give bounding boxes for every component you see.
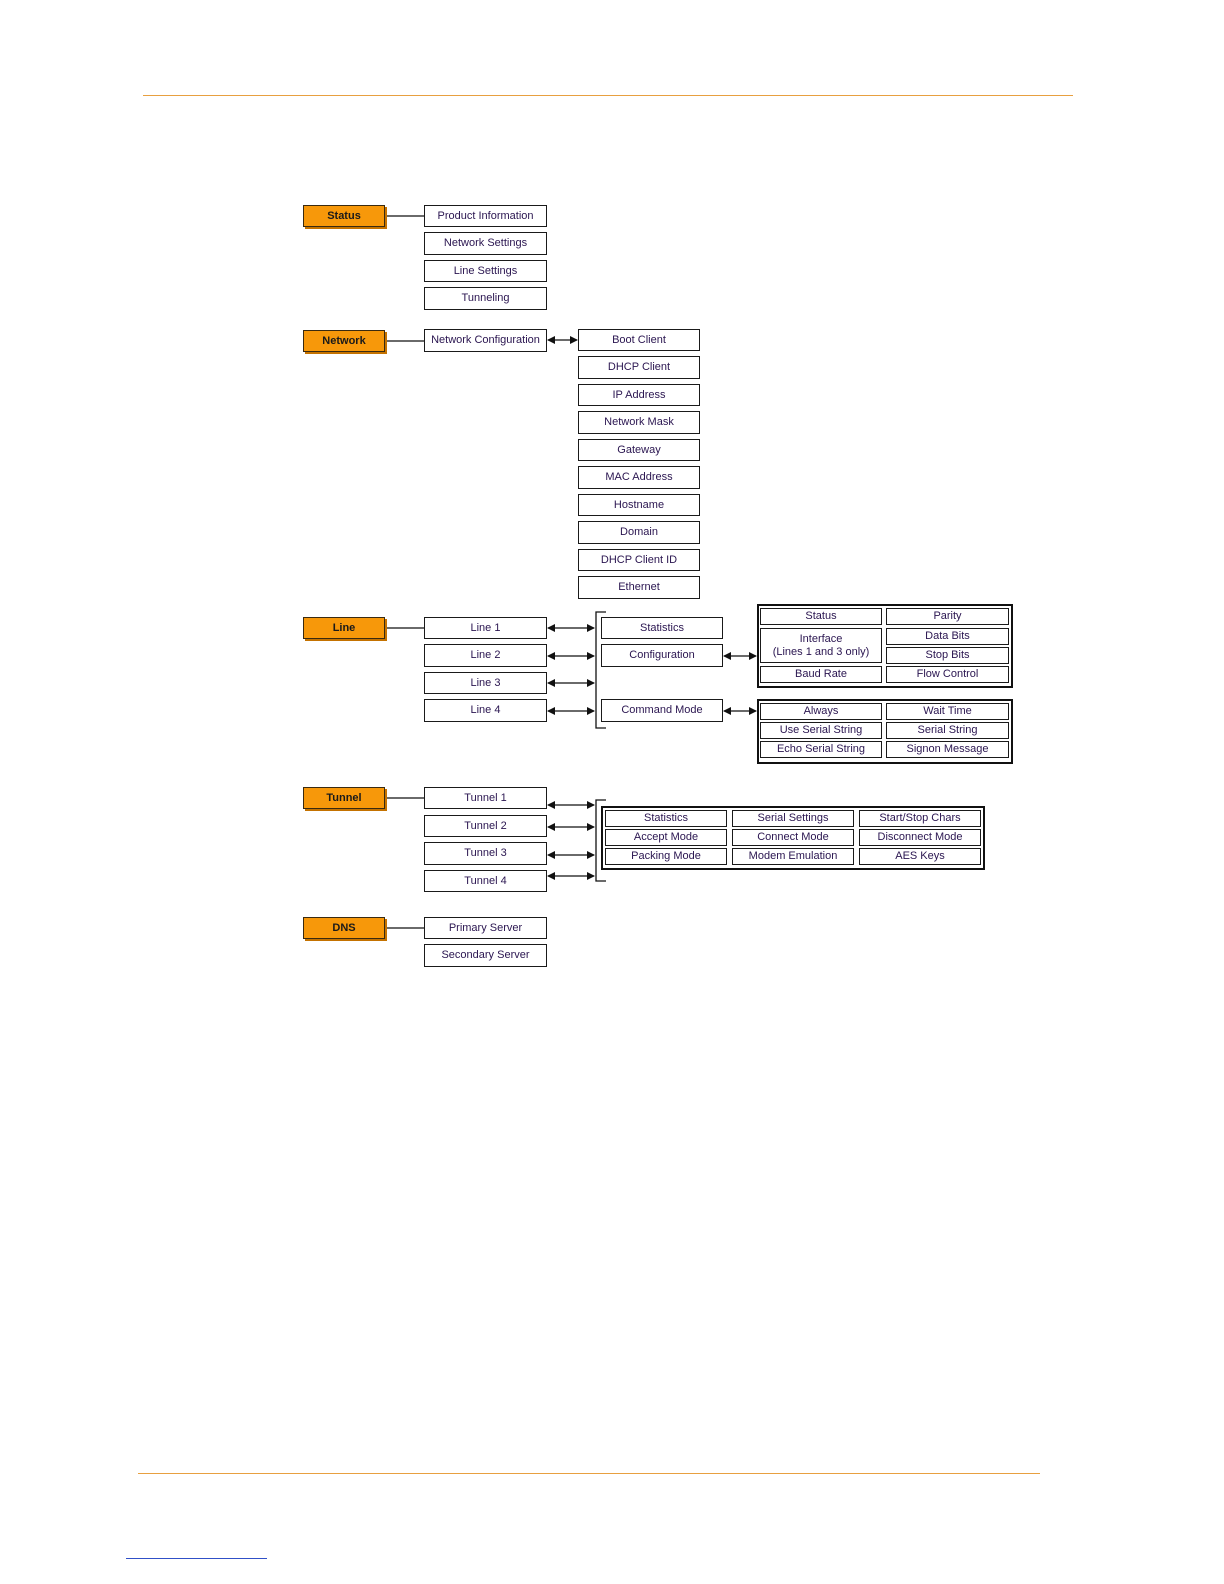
line-item-2[interactable]: Line 2 <box>424 644 547 667</box>
tunnel-item-2[interactable]: Tunnel 2 <box>424 815 547 837</box>
category-network[interactable]: Network <box>303 330 385 352</box>
command-item-signon-message[interactable]: Signon Message <box>886 741 1009 758</box>
config-item-interface[interactable]: Interface (Lines 1 and 3 only) <box>760 628 882 663</box>
tunnel-setting-accept-mode[interactable]: Accept Mode <box>605 829 727 846</box>
command-item-use-serial-string[interactable]: Use Serial String <box>760 722 882 739</box>
tunnel-setting-statistics[interactable]: Statistics <box>605 810 727 827</box>
command-item-echo-serial-string[interactable]: Echo Serial String <box>760 741 882 758</box>
config-item-stop-bits[interactable]: Stop Bits <box>886 647 1009 664</box>
category-line[interactable]: Line <box>303 617 385 639</box>
status-item-network-settings[interactable]: Network Settings <box>424 232 547 255</box>
footer-rule <box>138 1473 1040 1474</box>
footer-link-underline[interactable] <box>126 1558 267 1559</box>
line-item-1[interactable]: Line 1 <box>424 617 547 639</box>
network-item-boot-client[interactable]: Boot Client <box>578 329 700 351</box>
category-status[interactable]: Status <box>303 205 385 227</box>
tunnel-setting-packing-mode[interactable]: Packing Mode <box>605 848 727 865</box>
network-item-dhcp-client[interactable]: DHCP Client <box>578 356 700 379</box>
tunnel-setting-modem-emulation[interactable]: Modem Emulation <box>732 848 854 865</box>
dns-item-secondary-server[interactable]: Secondary Server <box>424 944 547 967</box>
network-item-network-mask[interactable]: Network Mask <box>578 411 700 434</box>
tunnel-item-3[interactable]: Tunnel 3 <box>424 842 547 865</box>
network-item-ethernet[interactable]: Ethernet <box>578 576 700 599</box>
network-item-gateway[interactable]: Gateway <box>578 439 700 461</box>
command-item-always[interactable]: Always <box>760 703 882 720</box>
network-item-ip-address[interactable]: IP Address <box>578 384 700 406</box>
command-item-wait-time[interactable]: Wait Time <box>886 703 1009 720</box>
network-item-domain[interactable]: Domain <box>578 521 700 544</box>
tunnel-setting-aes-keys[interactable]: AES Keys <box>859 848 981 865</box>
status-item-line-settings[interactable]: Line Settings <box>424 260 547 282</box>
line-option-command-mode[interactable]: Command Mode <box>601 699 723 722</box>
interface-label: Interface <box>799 632 843 645</box>
tunnel-setting-serial-settings[interactable]: Serial Settings <box>732 810 854 827</box>
category-tunnel[interactable]: Tunnel <box>303 787 385 809</box>
status-item-product-information[interactable]: Product Information <box>424 205 547 227</box>
command-item-serial-string[interactable]: Serial String <box>886 722 1009 739</box>
line-option-statistics[interactable]: Statistics <box>601 617 723 639</box>
config-item-status[interactable]: Status <box>760 608 882 625</box>
config-item-data-bits[interactable]: Data Bits <box>886 628 1009 645</box>
interface-note: (Lines 1 and 3 only) <box>772 645 870 658</box>
dns-item-primary-server[interactable]: Primary Server <box>424 917 547 939</box>
config-item-baud-rate[interactable]: Baud Rate <box>760 666 882 683</box>
line-option-configuration[interactable]: Configuration <box>601 644 723 667</box>
line-bracket <box>595 611 606 729</box>
category-dns[interactable]: DNS <box>303 917 385 939</box>
config-item-flow-control[interactable]: Flow Control <box>886 666 1009 683</box>
tunnel-setting-start-stop-chars[interactable]: Start/Stop Chars <box>859 810 981 827</box>
tunnel-item-1[interactable]: Tunnel 1 <box>424 787 547 809</box>
config-item-parity[interactable]: Parity <box>886 608 1009 625</box>
network-item-mac-address[interactable]: MAC Address <box>578 466 700 489</box>
tunnel-bracket <box>595 799 606 882</box>
line-item-3[interactable]: Line 3 <box>424 672 547 694</box>
tunnel-setting-connect-mode[interactable]: Connect Mode <box>732 829 854 846</box>
network-item-hostname[interactable]: Hostname <box>578 494 700 516</box>
status-item-tunneling[interactable]: Tunneling <box>424 287 547 310</box>
network-item-dhcp-client-id[interactable]: DHCP Client ID <box>578 549 700 571</box>
tunnel-item-4[interactable]: Tunnel 4 <box>424 870 547 892</box>
network-configuration[interactable]: Network Configuration <box>424 329 547 352</box>
header-rule <box>143 95 1073 96</box>
line-item-4[interactable]: Line 4 <box>424 699 547 722</box>
tunnel-setting-disconnect-mode[interactable]: Disconnect Mode <box>859 829 981 846</box>
